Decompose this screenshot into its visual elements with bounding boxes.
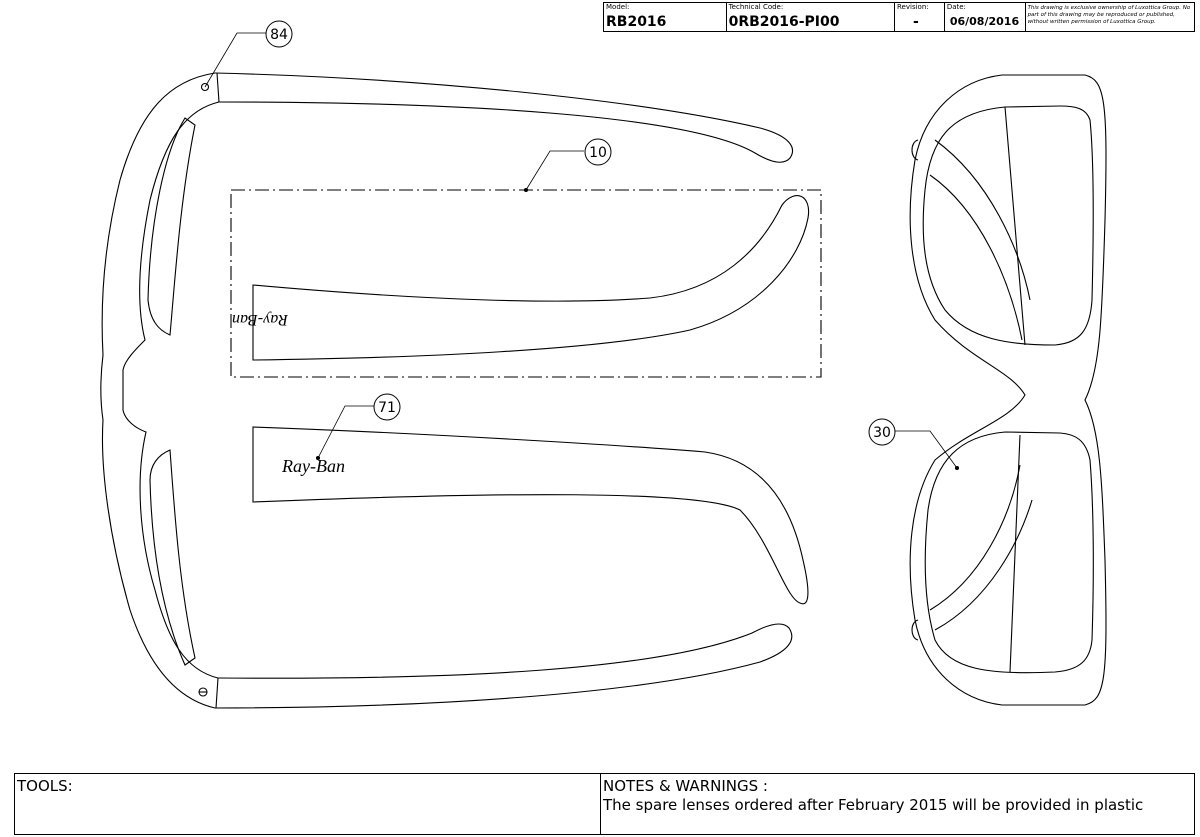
callout-84-label: 84 <box>270 27 288 43</box>
temple-inner-view: Ray-Ban <box>232 195 810 361</box>
callout-71: 71 <box>315 393 401 461</box>
model-label: Model: <box>606 3 630 11</box>
top-view-frame <box>100 72 794 709</box>
tools-section: TOOLS: <box>15 774 601 834</box>
temple-outer-view: Ray-Ban <box>252 426 809 605</box>
front-view-frame <box>909 74 1107 706</box>
date-label: Date: <box>946 3 966 11</box>
notes-section: NOTES & WARNINGS : The spare lenses orde… <box>601 774 1194 834</box>
title-block: Model: RB2016 Technical Code: 0RB2016-PI… <box>603 2 1195 32</box>
detail-box <box>230 189 822 378</box>
technical-code-label: Technical Code: <box>728 3 784 11</box>
technical-code-cell: Technical Code: 0RB2016-PI00 <box>727 3 895 31</box>
date-value: 06/08/2016 <box>949 15 1020 28</box>
callout-71-label: 71 <box>378 400 396 416</box>
model-value: RB2016 <box>606 14 667 30</box>
revision-label: Revision: <box>897 3 929 11</box>
callout-10-label: 10 <box>589 145 607 161</box>
date-cell: Date: 06/08/2016 <box>945 3 1026 31</box>
bottom-panel: TOOLS: NOTES & WARNINGS : The spare lens… <box>14 773 1195 835</box>
notes-label: NOTES & WARNINGS : <box>603 777 768 795</box>
callout-10: 10 <box>523 138 612 193</box>
notes-text: The spare lenses ordered after February … <box>603 796 1144 814</box>
temple-logo: Ray-Ban <box>281 456 345 476</box>
temple-logo-mirrored: Ray-Ban <box>232 311 289 328</box>
callout-30-label: 30 <box>873 425 891 441</box>
callout-30: 30 <box>868 418 960 471</box>
ownership-cell: This drawing is exclusive ownership of L… <box>1026 3 1194 31</box>
technical-code-value: 0RB2016-PI00 <box>728 14 840 30</box>
revision-value: - <box>913 14 919 30</box>
callout-84: 84 <box>204 20 293 88</box>
ownership-notice: This drawing is exclusive ownership of L… <box>1027 5 1191 25</box>
model-cell: Model: RB2016 <box>604 3 727 31</box>
tools-label: TOOLS: <box>17 777 73 795</box>
revision-cell: Revision: - <box>895 3 945 31</box>
